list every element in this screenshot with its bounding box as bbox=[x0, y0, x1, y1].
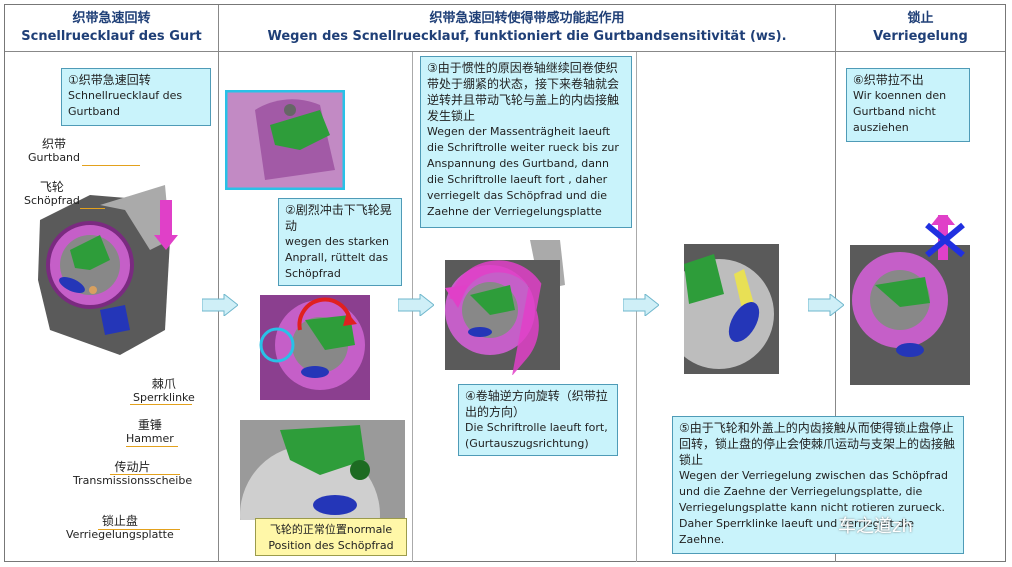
retractor-illustration-locked bbox=[850, 215, 970, 385]
note-1: ①织带急速回转 Schnellruecklauf des Gurtband bbox=[61, 68, 211, 126]
locking-closeup-illustration bbox=[684, 244, 779, 374]
column-header-2: 织带急速回转使得带感功能起作用 Wegen des Scnellruecklau… bbox=[219, 5, 836, 52]
label-hammer: 重锤 Hammer bbox=[126, 418, 174, 445]
header-2-cn: 织带急速回转使得带感功能起作用 bbox=[429, 11, 625, 26]
normal-position-illustration bbox=[240, 420, 405, 520]
leader-line bbox=[110, 474, 180, 475]
header-2-de: Wegen des Scnellruecklauf, funktioniert … bbox=[267, 29, 787, 44]
leader-line bbox=[98, 529, 180, 530]
flow-arrow-4 bbox=[808, 294, 844, 316]
header-1-de: Scnellruecklauf des Gurt bbox=[21, 29, 202, 44]
flow-arrow-2 bbox=[398, 294, 434, 316]
schoepfrad-zoom-inset bbox=[225, 90, 345, 190]
flow-arrow-1 bbox=[202, 294, 238, 316]
leader-line bbox=[82, 165, 140, 166]
note-2: ②剧烈冲击下飞轮晃动 wegen des starken Anprall, rü… bbox=[278, 198, 402, 286]
header-3-cn: 锁止 bbox=[907, 11, 934, 26]
retractor-illustration-1 bbox=[38, 185, 178, 355]
retractor-illustration-2 bbox=[259, 295, 370, 400]
note-3: ③由于惯性的原因卷轴继续回卷使织带处于绷紧的状态，接下来卷轴就会逆转并且带动飞轮… bbox=[420, 56, 632, 228]
watermark: 车之道zh bbox=[838, 516, 913, 537]
diagram-frame bbox=[4, 4, 1006, 562]
label-verriegelungsplatte: 锁止盘 Verriegelungsplatte bbox=[66, 514, 174, 541]
leader-line bbox=[130, 404, 192, 405]
flow-arrow-3 bbox=[623, 294, 659, 316]
label-gurtband: 织带 Gurtband bbox=[28, 137, 81, 164]
label-transmissionsscheibe: 传动片 Transmissionsscheibe bbox=[73, 460, 193, 487]
leader-line bbox=[126, 446, 178, 447]
column-header-1: 织带急速回转 Scnellruecklauf des Gurt bbox=[5, 5, 219, 52]
label-sperrklinke: 棘爪 Sperrklinke bbox=[133, 377, 195, 404]
note-4: ④卷轴逆方向旋转（织带拉出的方向） Die Schriftrolle laeuf… bbox=[458, 384, 618, 456]
leader-line bbox=[80, 208, 105, 209]
retractor-illustration-3 bbox=[445, 240, 565, 375]
note-normal-position: 飞轮的正常位置normale Position des Schöpfrad bbox=[255, 518, 407, 556]
note-6: ⑥织带拉不出 Wir koennen den Gurtband nicht au… bbox=[846, 68, 970, 142]
note-5: ⑤由于飞轮和外盖上的内齿接触从而使得锁止盘停止回转，锁止盘的停止会使棘爪运动与支… bbox=[672, 416, 964, 554]
header-1-cn: 织带急速回转 bbox=[72, 11, 151, 26]
label-schoepfrad: 飞轮 Schöpfrad bbox=[24, 180, 80, 207]
column-header-3: 锁止 Verriegelung bbox=[836, 5, 1005, 52]
header-3-de: Verriegelung bbox=[873, 29, 968, 44]
